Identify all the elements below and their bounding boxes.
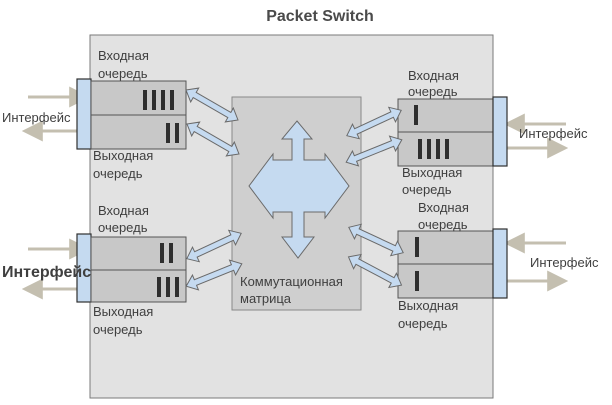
packet-bar <box>445 139 449 159</box>
input-queue-label: Входная <box>98 203 149 218</box>
packet-bar <box>415 237 419 257</box>
packet-bar <box>436 139 440 159</box>
output-queue-label: Выходная <box>402 165 462 180</box>
packet-bar <box>166 123 170 143</box>
input-queue-label: очередь <box>418 217 468 232</box>
packet-bar <box>418 139 422 159</box>
double-arrow-icon <box>345 135 403 167</box>
external-arrows-right <box>503 113 569 292</box>
port-bottom-right <box>397 228 508 299</box>
input-queue-label: Входная <box>408 68 459 83</box>
input-queue-label: очередь <box>408 84 458 99</box>
packet-bar <box>175 277 179 297</box>
output-queue <box>90 269 187 303</box>
port-top-left <box>76 78 187 150</box>
output-queue-label: очередь <box>93 322 143 337</box>
packet-bar <box>415 271 419 291</box>
input-queue-label: Входная <box>418 200 469 215</box>
four-way-arrow-icon <box>248 120 350 259</box>
output-queue-label: Выходная <box>398 298 458 313</box>
output-queue-label: Выходная <box>93 148 153 163</box>
input-queue-label: очередь <box>98 66 148 81</box>
interface-label: Интерфейс <box>519 126 588 141</box>
double-arrow-icon <box>186 229 242 263</box>
port-top-right <box>397 96 508 167</box>
output-queue <box>397 263 494 299</box>
interface-label: Интерфейс <box>2 264 91 281</box>
output-queue <box>90 114 187 150</box>
packet-bar <box>175 123 179 143</box>
packet-bar <box>160 243 164 263</box>
packet-bar <box>157 277 161 297</box>
packet-bar <box>427 139 431 159</box>
matrix-label: Коммутационная <box>240 274 343 289</box>
interface-port <box>492 228 508 299</box>
double-arrow-icon <box>185 87 239 123</box>
double-arrow-icon <box>185 259 243 291</box>
double-arrow-icon <box>186 121 240 157</box>
input-queue <box>397 98 494 133</box>
input-queue-label: Входная <box>98 48 149 63</box>
interface-port <box>492 96 508 167</box>
output-queue-label: очередь <box>93 166 143 181</box>
packet-bar <box>169 243 173 263</box>
packet-bar <box>414 105 418 125</box>
double-arrow-icon <box>347 253 403 289</box>
port-bottom-left <box>76 233 187 303</box>
input-queue <box>397 230 494 265</box>
matrix-label: матрица <box>240 291 292 306</box>
packet-bar <box>152 90 156 110</box>
interface-label: Интерфейс <box>530 255 599 270</box>
interface-port <box>76 78 92 150</box>
external-arrows-left <box>21 86 91 300</box>
input-queue <box>90 236 187 271</box>
double-arrow-icon <box>346 106 402 140</box>
output-queue-label: Выходная <box>93 304 153 319</box>
packet-bar <box>161 90 165 110</box>
interface-label: Интерфейс <box>2 110 71 125</box>
input-queue-label: очередь <box>98 220 148 235</box>
packet-bar <box>170 90 174 110</box>
double-arrow-icon <box>348 223 404 257</box>
diagram-title: Packet Switch <box>266 8 374 25</box>
output-queue-label: очередь <box>398 316 448 331</box>
packet-bar <box>166 277 170 297</box>
output-queue-label: очередь <box>402 182 452 197</box>
packet-bar <box>143 90 147 110</box>
